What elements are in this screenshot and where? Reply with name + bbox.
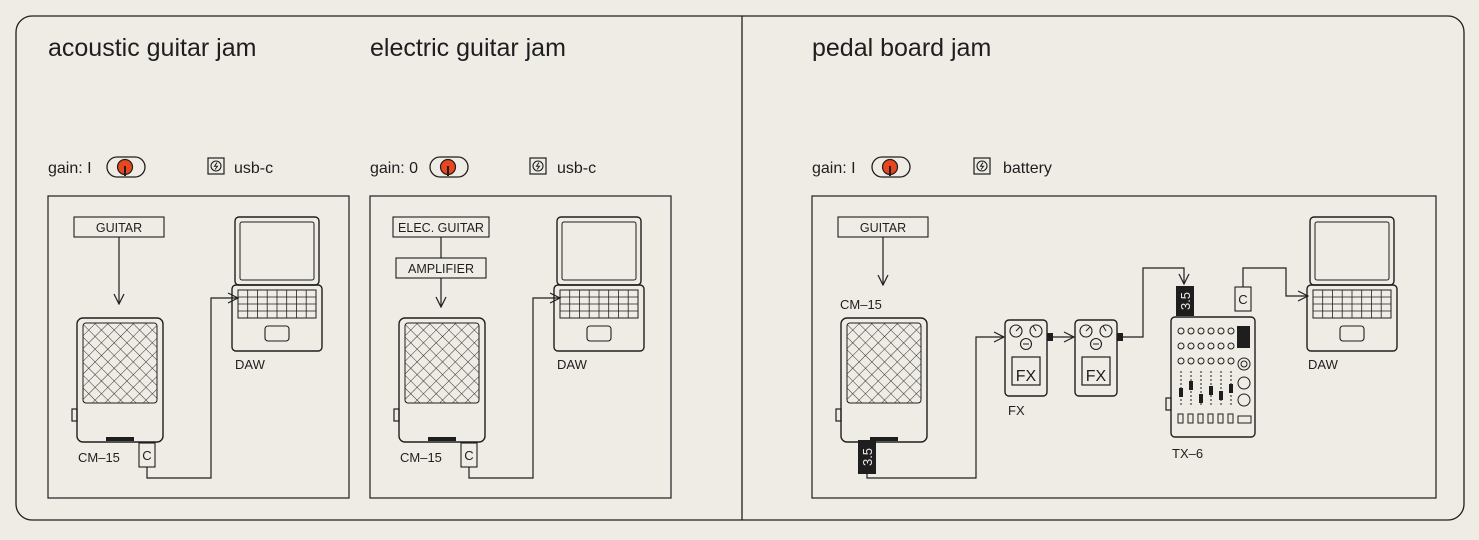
source-box-label: ELEC. GUITAR [398,221,484,235]
microphone-icon [835,317,928,443]
panel-title: electric guitar jam [370,34,566,62]
diagram-box [811,195,1437,499]
power-label: usb-c [234,160,273,177]
source-box-label: GUITAR [96,221,142,235]
gain-knob-icon[interactable] [871,156,911,178]
mixer-icon [1165,316,1256,438]
connector-label: C [142,448,151,463]
connector-label: 3.5 [860,448,875,466]
mixer-label: TX–6 [1172,446,1203,461]
mixer-input-badge [1176,286,1194,316]
connector-label: C [464,448,473,463]
gain-label: gain: I [48,160,92,177]
laptop-icon [231,216,323,352]
microphone-icon [71,317,164,443]
microphone-icon [393,317,486,443]
gain-label: gain: I [812,160,856,177]
mic-label: CM–15 [78,450,120,465]
diagram-box [47,195,350,499]
mixer-output-label: C [1238,292,1247,307]
mic-label: CM–15 [840,297,882,312]
usb-cable [468,298,560,479]
mixer-input-label: 3.5 [1178,292,1193,310]
source-box-label: AMPLIFIER [408,262,474,276]
jack [1047,333,1053,341]
power-label: usb-c [557,160,596,177]
laptop-icon [1306,216,1398,352]
panel-pedal-board-jam: pedal board jam gain: I battery GUITAR C… [811,34,1437,499]
panel-electric-guitar-jam: electric guitar jam gain: 0 usb-c ELEC. … [369,34,672,499]
gain-knob-icon[interactable] [106,156,146,178]
connector-badge [858,440,876,474]
jack [1117,333,1123,341]
power-label: battery [1003,160,1052,177]
panel-title: acoustic guitar jam [48,34,256,62]
audio-cable [866,337,1004,479]
panel-title: pedal board jam [812,34,991,62]
computer-label: DAW [557,357,588,372]
panel-acoustic-guitar-jam: acoustic guitar jam gain: I usb-c GUITAR… [47,34,350,499]
diagram-box [369,195,672,499]
power-icon [529,157,547,175]
usb-cable [1242,267,1308,296]
patch-cable [1123,267,1184,338]
computer-label: DAW [235,357,266,372]
fx-label: FX [1008,403,1025,418]
mic-label: CM–15 [400,450,442,465]
laptop-icon [553,216,645,352]
gain-label: gain: 0 [370,160,418,177]
usb-cable [146,298,238,479]
source-box-label: GUITAR [860,221,906,235]
computer-label: DAW [1308,357,1339,372]
fx-pedal-text: FX [1016,368,1037,385]
power-icon [973,157,991,175]
outer-frame [15,15,1465,521]
fx-pedal-text: FX [1086,368,1107,385]
gain-knob-icon[interactable] [429,156,469,178]
power-icon [207,157,225,175]
